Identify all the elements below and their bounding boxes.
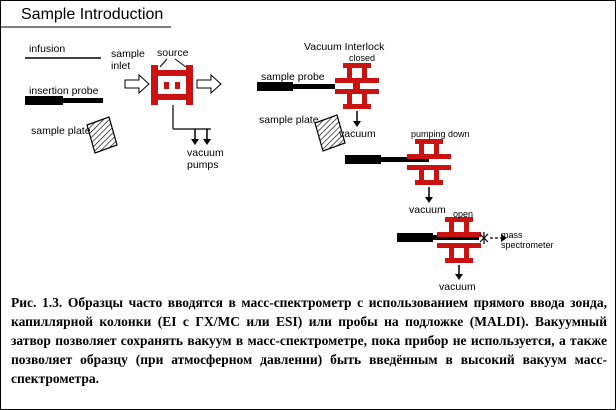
label-sample-plate: sample plate (31, 125, 91, 137)
diagram-graphics (1, 26, 507, 280)
inlet-arrow-icon (124, 73, 150, 95)
ms-arrow-icon (490, 234, 507, 242)
source-leader-lines (159, 58, 187, 68)
source-schematic (151, 65, 193, 105)
interlock-pumping-schematic (407, 139, 451, 185)
insertion-probe-bar (25, 96, 103, 105)
interlock-closed-schematic (335, 63, 379, 109)
vacuum-pumps-connector (172, 105, 211, 145)
vacuum-arrow-closed (353, 111, 361, 127)
interlock-open-schematic (437, 217, 481, 263)
label-vacuum-pumps: vacuum pumps (187, 147, 224, 172)
sample-plate-icon-2 (314, 114, 346, 152)
outlet-arrow-icon (196, 73, 222, 95)
sample-plate-icon (86, 116, 118, 154)
label-open: open (453, 209, 474, 219)
ion-star-icon (479, 232, 489, 244)
label-vacuum-open: vacuum (439, 281, 476, 293)
figure-caption: Рис. 1.3. Образцы часто вводятся в масс-… (11, 295, 607, 386)
label-insertion-probe: insertion probe (29, 85, 99, 97)
probe-bar-open (397, 233, 479, 242)
slide-title: Sample Introduction (21, 6, 164, 23)
label-pumping-down: pumping down (411, 129, 470, 139)
probe-bar-pumping (345, 155, 429, 164)
label-sample-probe: sample probe (261, 71, 325, 83)
vacuum-arrow-pumping (425, 187, 433, 203)
label-vacuum-pumping: vacuum (409, 204, 446, 216)
label-mass-spectrometer: mass spectrometer (501, 230, 554, 251)
label-sample-inlet: sample inlet (111, 48, 145, 73)
label-vacuum-interlock: Vacuum Interlock (304, 41, 385, 53)
sample-probe-bar (257, 82, 335, 91)
label-vacuum-closed: vacuum (339, 128, 376, 140)
label-infusion: infusion (29, 43, 66, 55)
vacuum-arrow-open (455, 265, 463, 280)
label-closed: closed (349, 53, 376, 63)
label-source: source (157, 47, 189, 59)
label-sample-plate-2: sample plate (259, 114, 319, 126)
